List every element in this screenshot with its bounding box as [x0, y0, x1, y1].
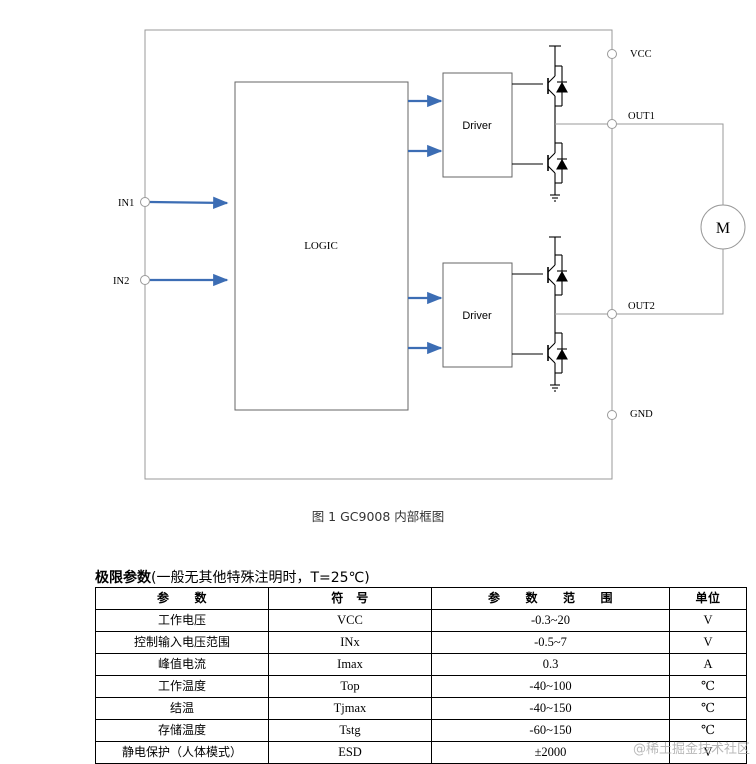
driver-label-2: Driver: [462, 310, 492, 322]
cell-symbol: Tstg: [268, 719, 432, 742]
gnd-pin: [607, 410, 617, 420]
header-range: 参 数 范 围: [431, 587, 670, 610]
driver-block-1: [442, 72, 513, 178]
igbt-q1: [547, 45, 568, 124]
driver-label-1: Driver: [462, 120, 492, 132]
cell-unit: A: [669, 653, 747, 676]
motor-wire-bottom: [617, 249, 724, 315]
igbt-q4: [547, 313, 568, 392]
out1-label: OUT1: [628, 111, 655, 122]
cell-param: 控制输入电压范围: [95, 631, 269, 654]
igbt-q3: [547, 236, 568, 313]
table-row: 静电保护（人体模式） ESD ±2000 V: [95, 741, 747, 764]
cell-range: -0.5~7: [431, 631, 670, 654]
cell-range: -0.3~20: [431, 609, 670, 632]
driver-block-2: [442, 262, 513, 368]
header-param: 参 数: [95, 587, 269, 610]
cell-symbol: Tjmax: [268, 697, 432, 720]
cell-range: -40~100: [431, 675, 670, 698]
cell-param: 峰值电流: [95, 653, 269, 676]
in1-arrow: [149, 196, 229, 209]
table-row: 峰值电流 Imax 0.3 A: [95, 653, 747, 676]
cell-param: 存储温度: [95, 719, 269, 742]
block-diagram: LOGIC Driver Driver IN1 IN2: [113, 29, 746, 480]
cell-param: 结温: [95, 697, 269, 720]
in1-pin: [140, 197, 150, 207]
vcc-pin: [607, 49, 617, 59]
out2-pin: [607, 309, 617, 319]
cell-symbol: ESD: [268, 741, 432, 764]
table-row: 工作温度 Top -40~100 ℃: [95, 675, 747, 698]
cell-unit: ℃: [669, 675, 747, 698]
cell-unit: ℃: [669, 697, 747, 720]
logic-label: LOGIC: [304, 240, 338, 252]
table-title: 极限参数(一般无其他特殊注明时，T=25℃): [95, 567, 370, 587]
header-unit: 单位: [669, 587, 747, 610]
gnd-label: GND: [630, 409, 653, 420]
table-title-main: 极限参数: [95, 570, 151, 586]
table-row: 控制输入电压范围 INx -0.5~7 V: [95, 631, 747, 654]
logic-block: [234, 81, 409, 411]
cell-range: -40~150: [431, 697, 670, 720]
in2-label: IN2: [113, 276, 129, 287]
chip-outline: [144, 29, 613, 480]
cell-symbol: Top: [268, 675, 432, 698]
in1-label: IN1: [118, 198, 134, 209]
limit-parameters-table: 参 数 符 号 参 数 范 围 单位 工作电压 VCC -0.3~20 V 控制…: [95, 587, 747, 764]
cell-symbol: Imax: [268, 653, 432, 676]
table-row: 工作电压 VCC -0.3~20 V: [95, 609, 747, 632]
cell-symbol: VCC: [268, 609, 432, 632]
cell-range: 0.3: [431, 653, 670, 676]
cell-param: 工作温度: [95, 675, 269, 698]
vcc-label: VCC: [630, 49, 652, 60]
cell-symbol: INx: [268, 631, 432, 654]
header-symbol: 符 号: [268, 587, 432, 610]
watermark-text: @稀土掘金技术社区: [632, 742, 750, 757]
table-title-note: (一般无其他特殊注明时，T=25℃): [151, 570, 370, 586]
out1-pin: [607, 119, 617, 129]
motor-label: M: [716, 220, 730, 237]
cell-param: 静电保护（人体模式）: [95, 741, 269, 764]
igbt-q2: [547, 124, 568, 202]
motor-symbol: [700, 204, 746, 250]
motor-wire-top: [617, 123, 724, 205]
cell-unit: V: [669, 631, 747, 654]
cell-param: 工作电压: [95, 609, 269, 632]
table-header-row: 参 数 符 号 参 数 范 围 单位: [95, 587, 747, 610]
table-row: 结温 Tjmax -40~150 ℃: [95, 697, 747, 720]
out2-label: OUT2: [628, 301, 655, 312]
in2-pin: [140, 275, 150, 285]
figure-caption: 图 1 GC9008 内部框图: [311, 509, 445, 524]
cell-unit: V: [669, 609, 747, 632]
